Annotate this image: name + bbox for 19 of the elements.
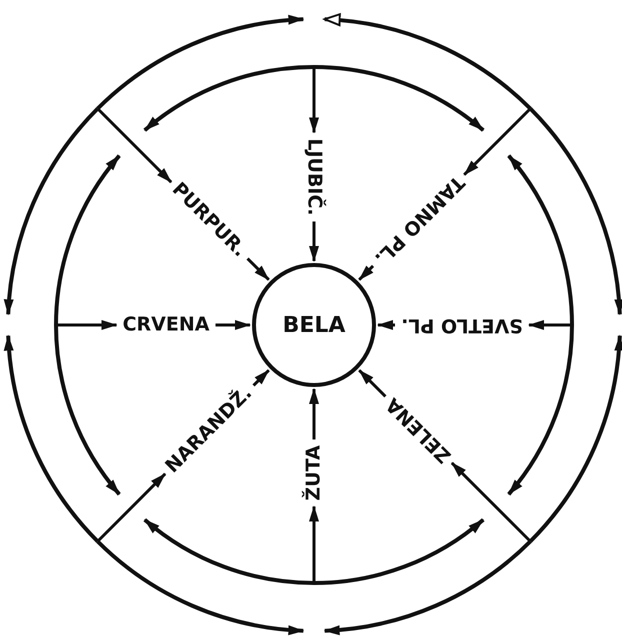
center-label: BELA xyxy=(282,312,346,340)
arrow xyxy=(252,369,270,387)
arrow xyxy=(358,264,374,281)
color-label: SVETLO PL. xyxy=(401,316,523,334)
arrow xyxy=(96,108,172,184)
arrow xyxy=(309,388,319,440)
arrow xyxy=(246,257,270,281)
arrow xyxy=(377,320,395,330)
arrow xyxy=(309,506,319,583)
color-label: CRVENA xyxy=(122,316,210,334)
arrow xyxy=(358,369,386,398)
arrow xyxy=(463,108,532,176)
arrow xyxy=(450,462,532,542)
arrow xyxy=(528,320,572,330)
arrow xyxy=(309,67,319,134)
arrow xyxy=(216,320,251,330)
arrow xyxy=(309,222,319,262)
arrow xyxy=(56,320,118,330)
arrow xyxy=(96,472,166,542)
